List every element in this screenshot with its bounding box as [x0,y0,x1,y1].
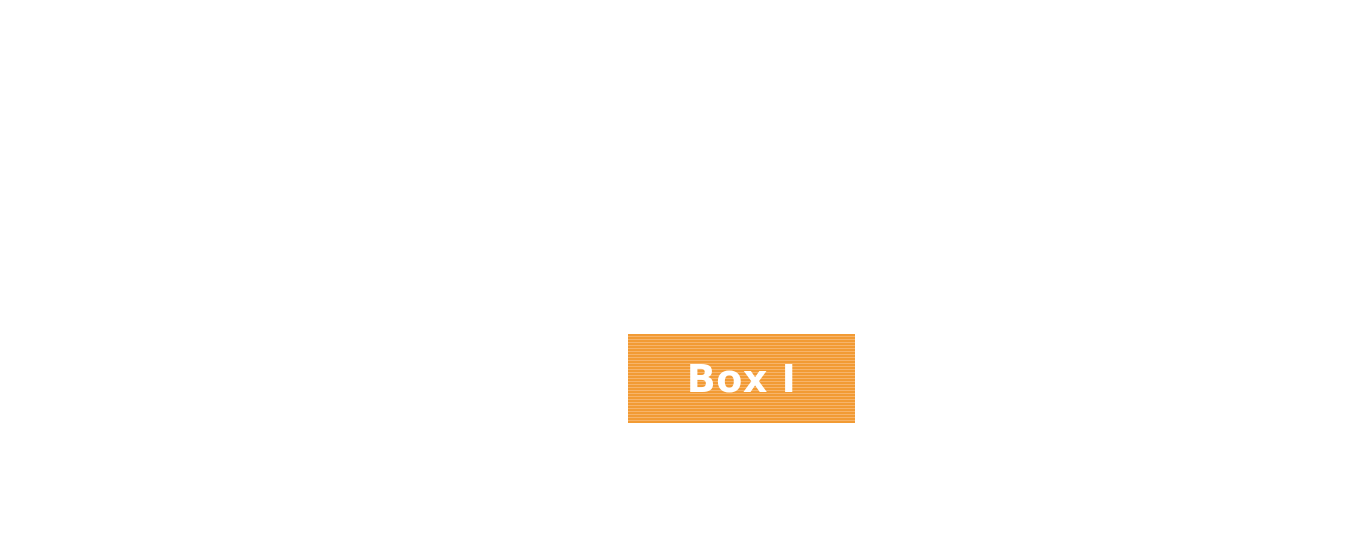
box-i-button[interactable]: Box I [628,334,855,423]
box-label: Box I [686,356,797,401]
